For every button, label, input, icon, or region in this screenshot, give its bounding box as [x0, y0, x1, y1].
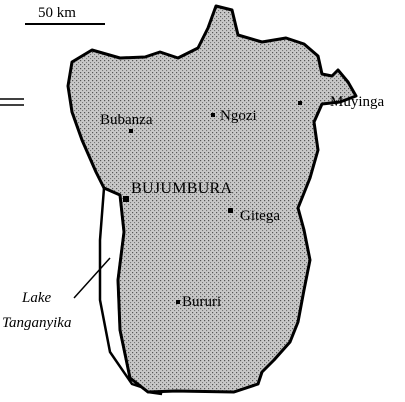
gitega-marker — [228, 208, 233, 213]
scale-bar: 50 km — [25, 5, 105, 25]
lake-label-line1: Lake — [21, 290, 52, 306]
bubanza-marker — [129, 129, 133, 133]
city-label-bururi: Bururi — [182, 294, 221, 310]
city-label-bubanza: Bubanza — [100, 112, 153, 128]
muyinga-marker — [298, 101, 302, 105]
margin-mark — [0, 98, 24, 106]
capital-label: BUJUMBURA — [131, 180, 233, 197]
burundi-country-shape — [66, 4, 358, 394]
city-label-muyinga: Muyinga — [330, 94, 385, 110]
lake-label-line2: Tanganyika — [2, 315, 71, 331]
ngozi-marker — [211, 113, 215, 117]
city-label-gitega: Gitega — [240, 208, 280, 224]
city-markers — [123, 101, 302, 304]
city-label-ngozi: Ngozi — [220, 108, 257, 124]
bujumbura-marker — [123, 196, 129, 202]
lake-leader-line — [73, 257, 111, 299]
scale-label: 50 km — [38, 5, 76, 21]
bururi-marker — [176, 300, 180, 304]
